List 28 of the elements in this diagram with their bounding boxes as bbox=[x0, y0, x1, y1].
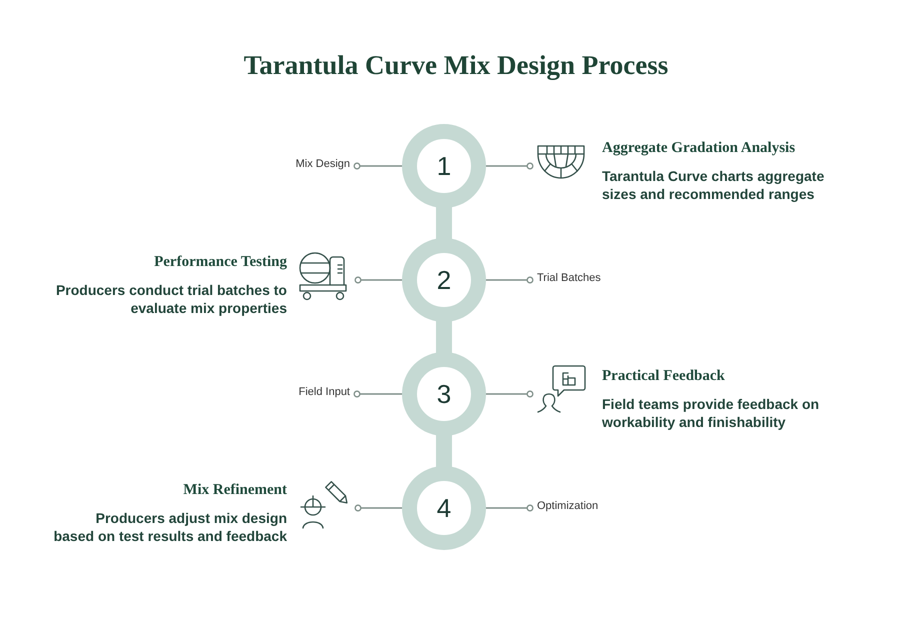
step-number: 2 bbox=[436, 265, 452, 295]
connector-line bbox=[354, 162, 402, 170]
step-heading: Practical Feedback bbox=[602, 368, 725, 384]
step-label: Field Input bbox=[298, 385, 350, 399]
step-description: Field teams provide feedback on workability and finishability bbox=[602, 396, 820, 430]
step-heading: Performance Testing bbox=[154, 254, 287, 270]
step-number: 4 bbox=[436, 493, 452, 523]
step-heading: Aggregate Gradation Analysis bbox=[602, 140, 796, 156]
step-heading: Mix Refinement bbox=[183, 482, 287, 498]
connector-line bbox=[354, 390, 402, 398]
connector-line bbox=[354, 276, 402, 284]
step-description: Tarantula Curve charts aggregate sizes and recommended ranges bbox=[602, 168, 824, 202]
connector-line bbox=[486, 162, 534, 170]
step-description: Producers adjust mix design based on test results and feedback bbox=[54, 510, 287, 544]
connector-bar bbox=[436, 206, 452, 240]
step-label: Mix Design bbox=[296, 157, 350, 171]
step-description: Producers conduct trial batches to evaluate mix properties bbox=[56, 282, 287, 316]
diagram-title: Tarantula Curve Mix Design Process bbox=[244, 49, 668, 81]
connector-bar bbox=[436, 434, 452, 468]
step-number: 3 bbox=[436, 379, 452, 409]
connector-line bbox=[486, 276, 534, 284]
connector-bar bbox=[436, 320, 452, 354]
step-number: 1 bbox=[436, 151, 452, 181]
step-label: Optimization bbox=[537, 499, 598, 513]
connector-line bbox=[354, 504, 402, 512]
connector-line bbox=[486, 390, 534, 398]
step-label: Trial Batches bbox=[537, 271, 601, 285]
connector-line bbox=[486, 504, 534, 512]
